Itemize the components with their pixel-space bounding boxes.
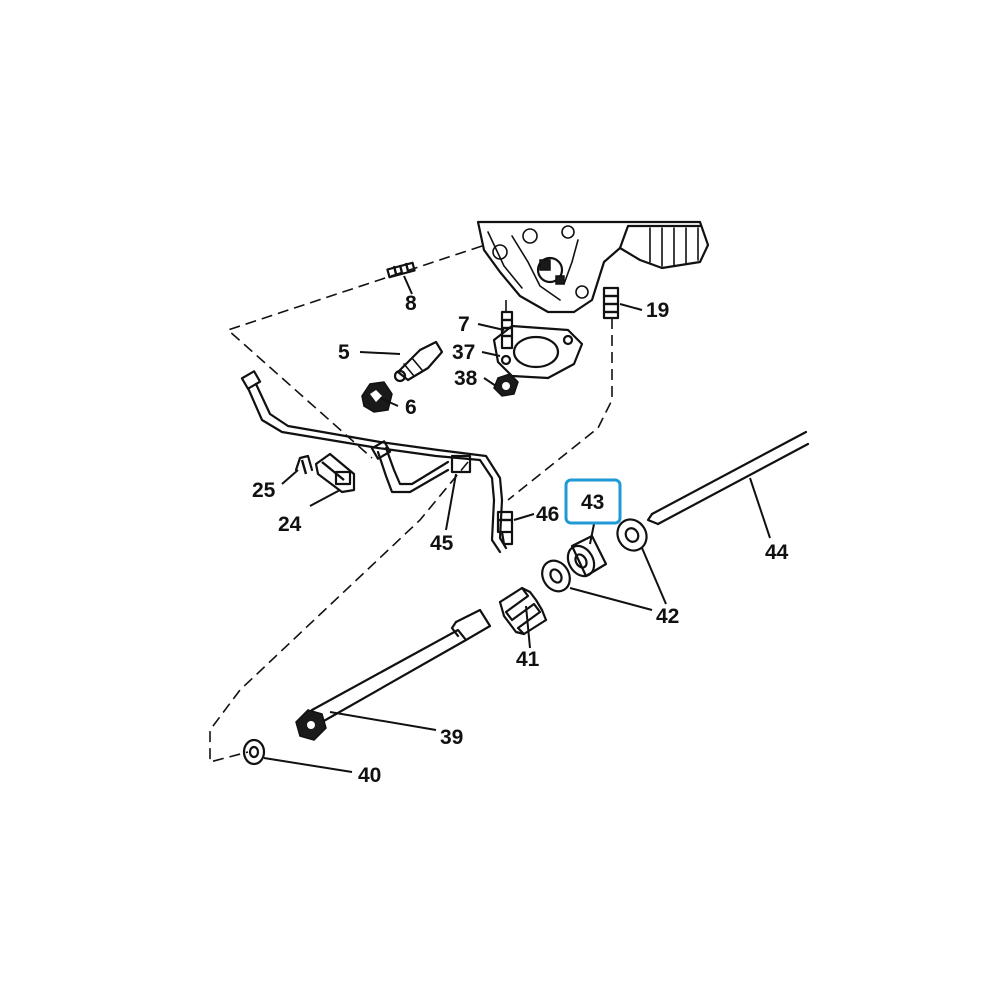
- washer-part-42-right: [616, 518, 648, 552]
- label-44: 44: [765, 541, 789, 564]
- union-part-46: [496, 510, 514, 546]
- washer-part-42-left: [541, 559, 571, 593]
- nozzle-part-5: [393, 340, 444, 383]
- label-40: 40: [358, 764, 381, 787]
- label-7: 7: [458, 313, 470, 336]
- cap-nut-part-6: [361, 381, 393, 413]
- engine-housing: [476, 220, 710, 314]
- label-38: 38: [454, 367, 478, 390]
- bleed-screw-part-19: [602, 286, 620, 320]
- label-5: 5: [338, 341, 350, 364]
- label-39: 39: [440, 726, 463, 749]
- label-6: 6: [405, 396, 417, 419]
- label-24: 24: [278, 513, 302, 536]
- clamp-part-24: [314, 452, 356, 494]
- spring-part-41: [498, 586, 548, 636]
- nut-part-38: [493, 373, 519, 397]
- label-42: 42: [656, 605, 679, 628]
- rod-part-44: [646, 430, 810, 526]
- spacer-part-43: [566, 534, 608, 578]
- label-46: 46: [536, 503, 559, 526]
- label-25: 25: [252, 479, 276, 502]
- washer-part-40: [242, 738, 266, 766]
- label-37: 37: [452, 341, 475, 364]
- callout-labels: 8 19 7 5 37 38 6 25 24 45 46 43 44 42 41…: [252, 292, 789, 787]
- label-19: 19: [646, 299, 669, 322]
- label-45: 45: [430, 532, 454, 555]
- label-43: 43: [581, 491, 604, 514]
- label-8: 8: [405, 292, 417, 315]
- gasket-part-37: [492, 324, 584, 380]
- highlight-box: [564, 478, 622, 525]
- stud-part-8: [386, 261, 416, 279]
- label-41: 41: [516, 648, 540, 671]
- shaft-part-39: [295, 608, 492, 741]
- clip-part-25: [294, 454, 314, 475]
- leader-lines: [263, 275, 771, 773]
